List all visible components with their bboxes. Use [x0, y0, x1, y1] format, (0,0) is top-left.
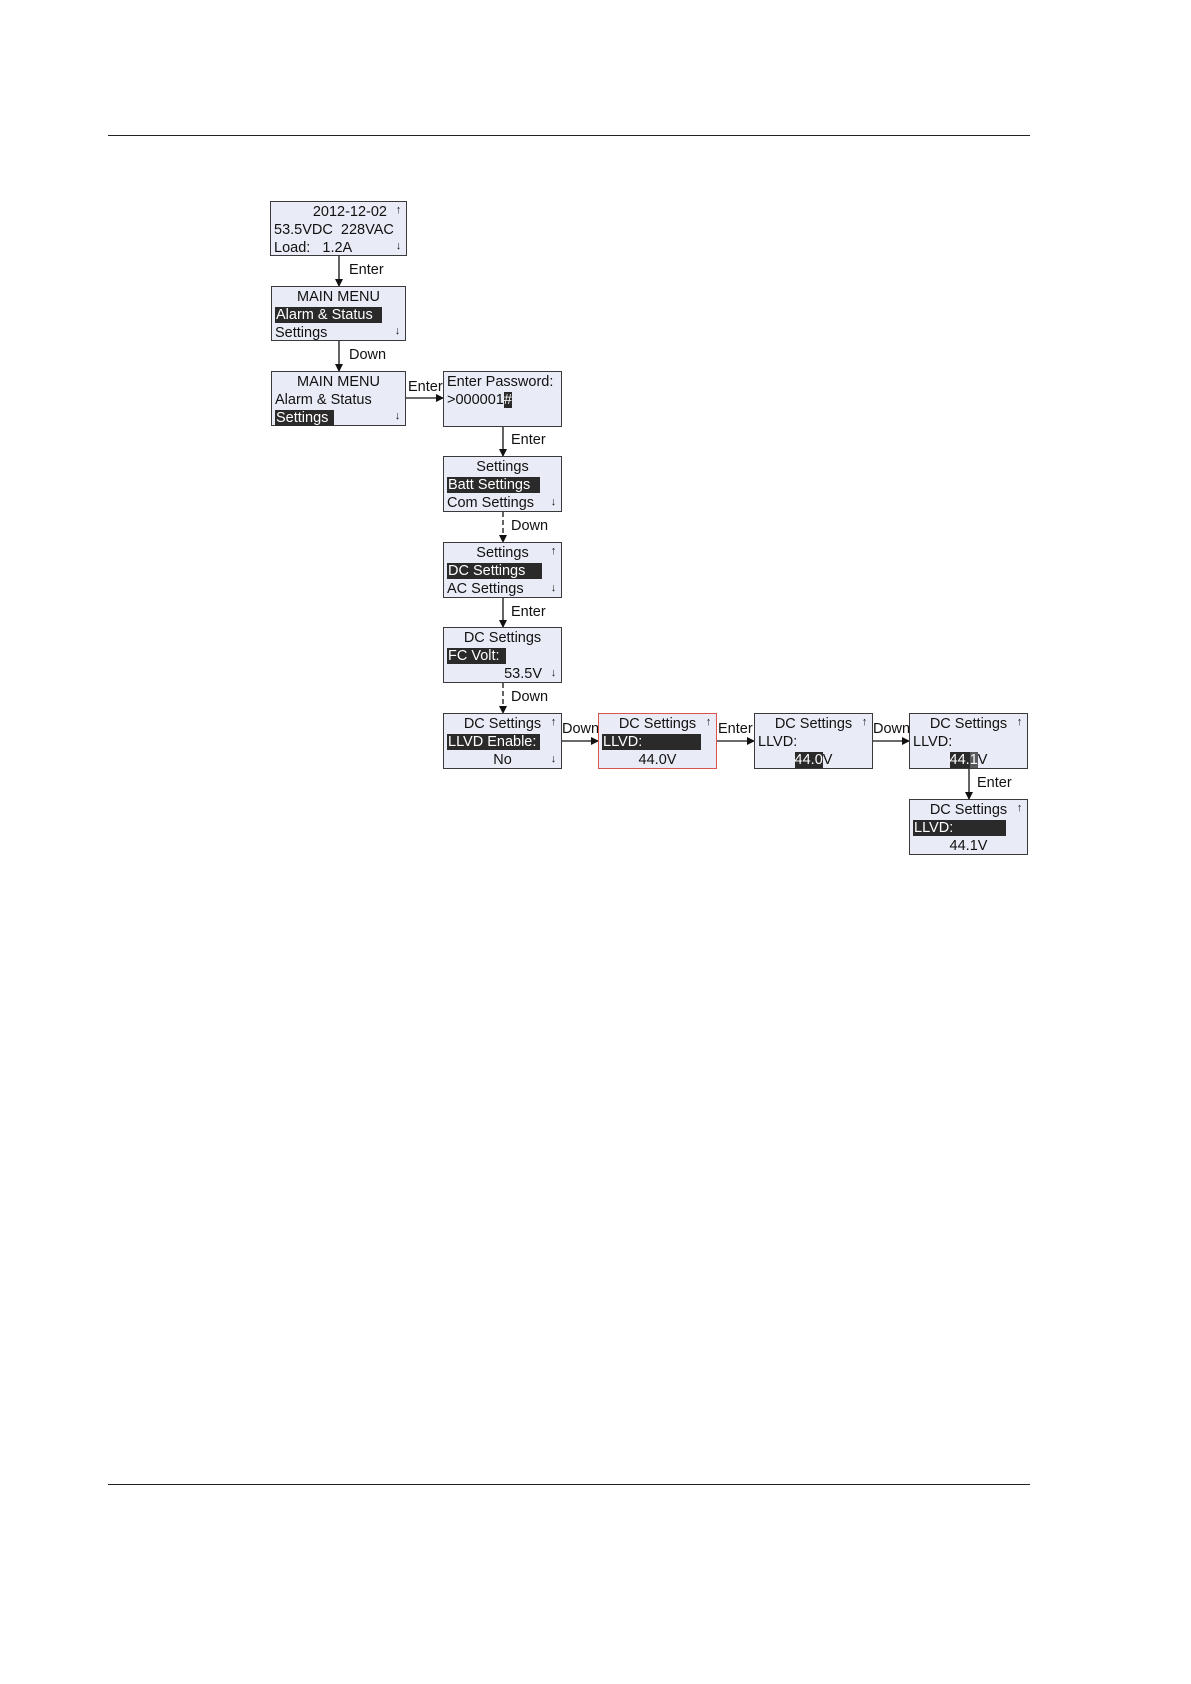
param-value: No [493, 752, 512, 768]
action-label: Enter [349, 262, 384, 278]
value-selection: 44. [949, 752, 970, 768]
lcd-status-screen: 2012-12-02 53.5VDC 228VAC Load: 1.2A ↑ ↓ [270, 201, 407, 256]
password-digits: >000001 [447, 392, 504, 408]
up-arrow-icon: ↑ [705, 716, 712, 728]
screen-title: MAIN MENU [297, 374, 380, 390]
load-line: Load: 1.2A [274, 240, 403, 257]
down-arrow-icon: ↓ [550, 667, 557, 679]
menu-item-ac: AC Settings [447, 581, 524, 597]
down-arrow-icon: ↓ [394, 325, 401, 337]
lcd-dc-settings-llvd-edit: DC Settings LLVD: 44.0V ↑ [754, 713, 873, 769]
param-fc-volt: FC Volt: [447, 648, 558, 665]
selected-item: Settings [275, 410, 334, 426]
selected-item: Alarm & Status [275, 307, 382, 323]
down-arrow-icon: ↓ [550, 753, 557, 765]
param-value: 44.1V [913, 752, 1024, 769]
up-arrow-icon: ↑ [550, 545, 557, 557]
lcd-main-menu-settings-selected: MAIN MENU Alarm & Status Settings ↓ [271, 371, 406, 426]
screen-title: MAIN MENU [297, 289, 380, 305]
load-label: Load: [274, 240, 311, 256]
lcd-dc-settings-llvd-enable: DC Settings LLVD Enable: No ↑ ↓ [443, 713, 562, 769]
up-arrow-icon: ↑ [1016, 716, 1023, 728]
param-llvd: LLVD: [913, 820, 1024, 837]
action-label: Down [349, 347, 387, 363]
down-arrow-icon: ↓ [550, 582, 557, 594]
screen-title: DC Settings [463, 716, 542, 732]
screen-title: DC Settings [774, 716, 853, 732]
lcd-settings-batt-selected: Settings Batt Settings Com Settings ↓ [443, 456, 562, 512]
header-rule [108, 135, 1030, 136]
param-llvd: LLVD: [913, 734, 953, 750]
action-label: Enter [977, 775, 1012, 791]
menu-item-alarm: Alarm & Status [275, 392, 372, 408]
password-cursor: # [503, 392, 512, 408]
up-arrow-icon: ↑ [1016, 802, 1023, 814]
down-arrow-icon: ↓ [394, 410, 401, 422]
value-cursor: 1 [969, 752, 978, 768]
action-label: Down [873, 721, 911, 737]
password-value: >000001# [447, 392, 558, 409]
dc-voltage: 53.5VDC [274, 222, 333, 238]
down-arrow-icon: ↓ [395, 240, 402, 252]
footer-rule [108, 1484, 1030, 1485]
action-label: Enter [511, 604, 546, 620]
menu-item-settings: Settings [275, 325, 328, 341]
voltage-line: 53.5VDC 228VAC [274, 222, 403, 239]
lcd-settings-dc-selected: Settings DC Settings AC Settings ↑ ↓ [443, 542, 562, 598]
value-selection: 44.0 [794, 752, 823, 768]
lcd-dc-settings-llvd-adjusted: DC Settings LLVD: 44.1V ↑ [909, 713, 1028, 769]
down-arrow-icon: ↓ [550, 496, 557, 508]
param-llvd: LLVD: [602, 734, 713, 751]
selected-item: LLVD: [602, 734, 701, 750]
selected-item: LLVD: [913, 820, 1006, 836]
menu-item-dc: DC Settings [447, 563, 558, 580]
selected-item: LLVD Enable: [447, 734, 540, 750]
selected-item: DC Settings [447, 563, 542, 579]
lcd-password-screen: Enter Password: >000001# [443, 371, 562, 427]
load-value: 1.2A [322, 240, 353, 256]
param-value: 44.0V [638, 752, 677, 768]
selected-item: FC Volt: [447, 648, 506, 664]
param-value: 44.1V [949, 838, 988, 854]
menu-item-alarm: Alarm & Status [275, 307, 402, 324]
value-unit: V [977, 752, 988, 768]
selected-item: Batt Settings [447, 477, 540, 493]
action-label: Enter [718, 721, 753, 737]
lcd-dc-settings-llvd-saved: DC Settings LLVD: 44.1V ↑ [909, 799, 1028, 855]
up-arrow-icon: ↑ [395, 204, 402, 216]
menu-item-com: Com Settings [447, 495, 535, 511]
menu-item-settings: Settings [275, 410, 402, 427]
lcd-dc-settings-llvd: DC Settings LLVD: 44.0V ↑ [598, 713, 717, 769]
password-prompt: Enter Password: [447, 374, 554, 390]
action-label: Enter [511, 432, 546, 448]
up-arrow-icon: ↑ [550, 716, 557, 728]
screen-title: DC Settings [929, 716, 1008, 732]
ac-voltage: 228VAC [340, 222, 394, 238]
param-llvd-enable: LLVD Enable: [447, 734, 558, 751]
lcd-dc-settings-fc-volt: DC Settings FC Volt: 53.5V ↓ [443, 627, 562, 683]
menu-item-batt: Batt Settings [447, 477, 558, 494]
action-label: Down [511, 689, 549, 705]
param-value: 53.5V [504, 666, 542, 682]
lcd-main-menu-alarm-selected: MAIN MENU Alarm & Status Settings ↓ [271, 286, 406, 341]
action-label: Enter [408, 379, 443, 395]
screen-title: DC Settings [463, 630, 542, 646]
value-unit: V [822, 752, 833, 768]
action-label: Down [511, 518, 549, 534]
up-arrow-icon: ↑ [861, 716, 868, 728]
date-text: 2012-12-02 [312, 204, 387, 220]
param-llvd: LLVD: [758, 734, 798, 750]
screen-title: DC Settings [929, 802, 1008, 818]
action-label: Down [562, 721, 600, 737]
screen-title: Settings [476, 459, 529, 475]
screen-title: DC Settings [618, 716, 697, 732]
screen-title: Settings [476, 545, 529, 561]
param-value: 44.0V [758, 752, 869, 769]
